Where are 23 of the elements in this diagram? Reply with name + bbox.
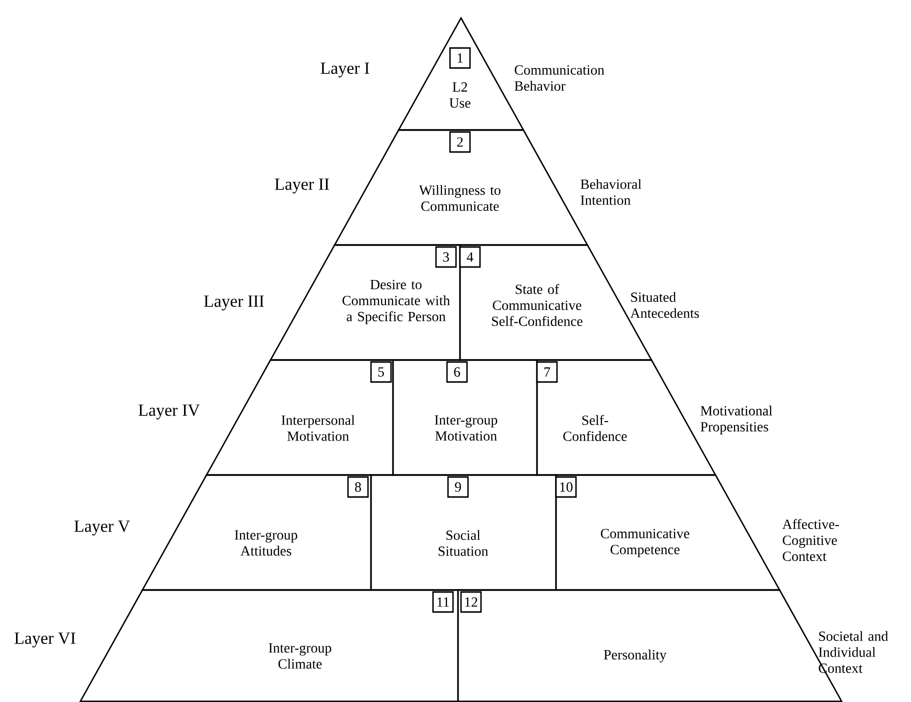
- number-box: 9: [447, 476, 469, 498]
- layer-description: Situated Antecedents: [630, 292, 699, 318]
- number-box: 10: [555, 476, 577, 498]
- number-box: 5: [370, 361, 392, 383]
- layer-description: Motivational Propensities: [700, 406, 772, 434]
- number-box: 1: [449, 47, 471, 69]
- number-box: 4: [459, 246, 481, 268]
- number-box: 2: [449, 131, 471, 153]
- layer-label: Layer IV: [138, 404, 200, 420]
- layer-label: Layer I: [320, 62, 370, 78]
- number-box: 12: [460, 591, 482, 613]
- layer-label: Layer II: [274, 178, 330, 194]
- number-box: 8: [347, 476, 369, 498]
- layer-label: Layer III: [204, 296, 264, 310]
- number-box: 11: [432, 591, 454, 613]
- number-box: 6: [446, 361, 468, 383]
- layer-description: Behavioral Intention: [580, 179, 642, 205]
- layer-description: Affective-Cognitive Context: [782, 519, 839, 561]
- layer-description: Communication Behavior: [514, 65, 604, 91]
- layer-label: Layer VI: [14, 632, 76, 648]
- number-box: 7: [536, 361, 558, 383]
- number-box: 3: [435, 246, 457, 268]
- layer-label: Layer V: [74, 520, 130, 536]
